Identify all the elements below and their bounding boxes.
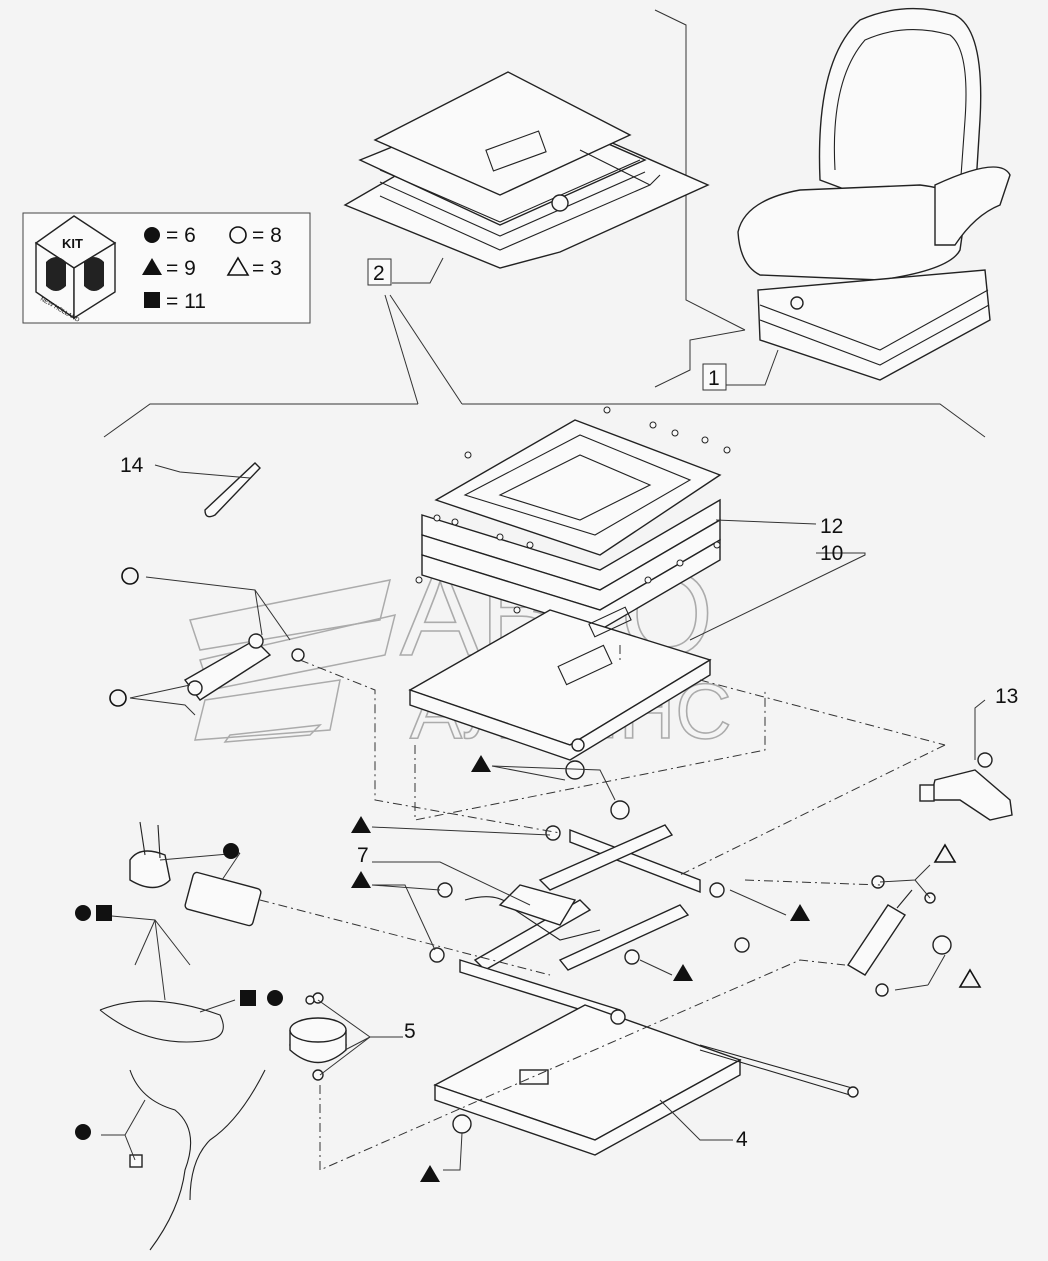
open-circle-icon — [229, 226, 247, 244]
callout-2-label: 2 — [373, 262, 385, 285]
scissor-mechanism — [459, 824, 701, 1023]
filled-triangle-icon — [351, 816, 371, 833]
filled-circle-icon — [144, 227, 160, 243]
callout-4[interactable]: 4 — [736, 1128, 748, 1151]
legend-open-triangle: = 3 — [252, 257, 282, 280]
open-triangle-icon — [226, 256, 250, 276]
filled-circle-icon — [75, 1124, 91, 1140]
filled-triangle-icon — [790, 904, 810, 921]
kit-icon-label: KIT — [62, 236, 83, 251]
filled-triangle-icon — [351, 871, 371, 888]
assembly-lines — [259, 645, 946, 1171]
callout-12[interactable]: 12 — [820, 515, 843, 538]
callout-14[interactable]: 14 — [120, 454, 144, 477]
open-circle-icon — [121, 567, 139, 585]
filled-circle-icon — [267, 990, 283, 1006]
legend-open-circle: = 8 — [252, 224, 282, 247]
legend-filled-circle: = 6 — [166, 224, 196, 247]
open-circle-icon — [109, 689, 127, 707]
kit-cube-icon: KIT NEW HOLLAND — [34, 215, 117, 324]
filled-square-icon — [96, 905, 112, 921]
shock-absorber — [847, 875, 952, 997]
valve-13 — [919, 752, 1013, 821]
filled-triangle-icon — [142, 258, 162, 275]
legend-filled-square: = 11 — [166, 290, 206, 313]
open-triangle-icon — [958, 968, 982, 988]
handle-14 — [204, 462, 261, 518]
base-plate — [433, 1004, 859, 1156]
filled-square-icon — [144, 292, 160, 308]
filled-triangle-icon — [420, 1165, 440, 1182]
filled-circle-icon — [75, 905, 91, 921]
kit-legend: KIT NEW HOLLAND = 6 = 8 = 9 = 3 = 11 — [22, 212, 311, 324]
callout-10[interactable]: 10 — [820, 542, 843, 565]
callout-5[interactable]: 5 — [404, 1020, 416, 1043]
callout-1-label: 1 — [708, 367, 720, 390]
lever-bracket — [183, 633, 305, 701]
callout-1[interactable]: 1 — [702, 363, 727, 391]
callout-2[interactable]: 2 — [367, 258, 392, 286]
upper-plate — [408, 606, 712, 761]
compressor — [129, 821, 262, 927]
filled-triangle-icon — [471, 755, 491, 772]
filled-circle-icon — [223, 843, 239, 859]
cable-harness — [99, 1000, 266, 1251]
filled-triangle-icon — [673, 964, 693, 981]
cushion-frame — [415, 406, 731, 631]
suspension-unit-top — [343, 71, 710, 269]
air-spring — [289, 992, 347, 1081]
callout-7[interactable]: 7 — [357, 844, 369, 867]
frame-lines — [103, 9, 986, 438]
legend-filled-triangle: = 9 — [166, 257, 196, 280]
leader-lines — [100, 257, 986, 1171]
callout-13[interactable]: 13 — [995, 685, 1018, 708]
bushings — [429, 760, 750, 1025]
kit-markers — [75, 567, 982, 1182]
filled-square-icon — [240, 990, 256, 1006]
complete-seat — [737, 7, 1011, 381]
open-triangle-icon — [933, 843, 957, 863]
